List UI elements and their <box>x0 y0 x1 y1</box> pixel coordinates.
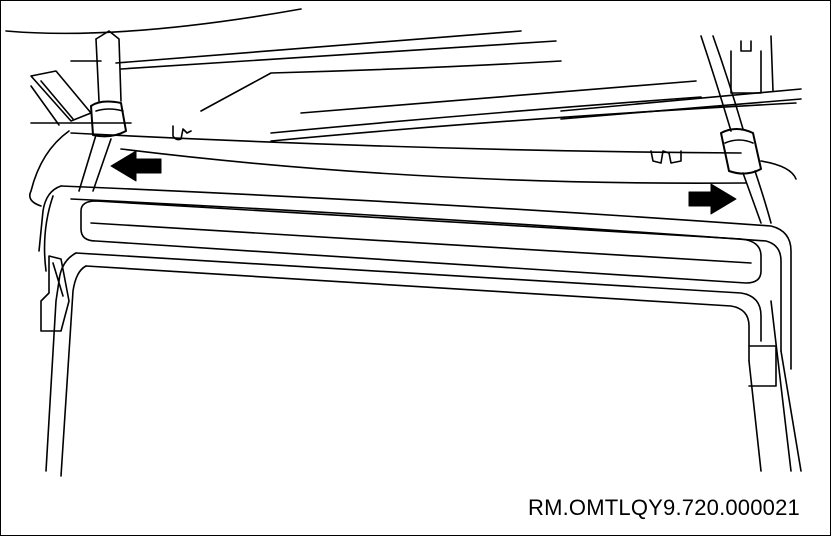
right-drain-hose <box>700 35 772 224</box>
left-arrow <box>110 150 162 182</box>
left-drain-hose <box>78 30 127 192</box>
background-structure <box>5 8 802 180</box>
roof-header-panel <box>28 125 747 207</box>
reference-code: RM.OMTLQY9.720.000021 <box>527 495 800 520</box>
sunroof-frame <box>38 185 802 477</box>
right-arrow <box>688 183 737 215</box>
